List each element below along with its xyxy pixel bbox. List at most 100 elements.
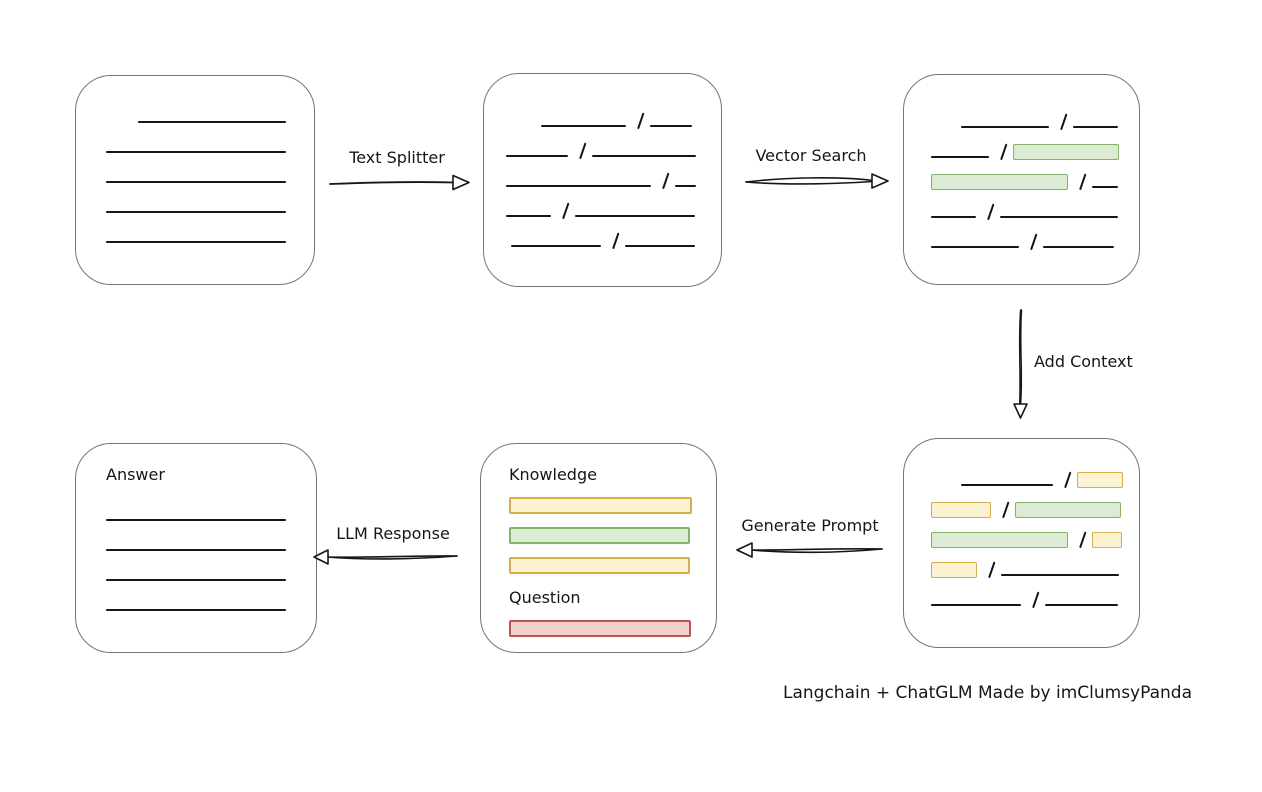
text-row (961, 471, 1139, 489)
source-document-box (75, 75, 315, 285)
slash-separator (1060, 113, 1068, 131)
green-highlight-chip (931, 532, 1068, 548)
answer-lines (106, 506, 316, 613)
text-line (575, 215, 696, 217)
yellow-highlight-chip (1092, 532, 1123, 548)
text-line (961, 126, 1049, 128)
red-bar (509, 620, 691, 637)
text-line (1001, 574, 1120, 576)
text-line (592, 155, 697, 157)
text-line (675, 185, 697, 187)
text-row (506, 142, 721, 160)
text-row (106, 228, 314, 245)
text-line (511, 245, 601, 247)
text-row (106, 168, 314, 185)
text-line (931, 156, 989, 158)
slash-separator (988, 561, 996, 579)
slash-separator (987, 203, 995, 221)
answer-title: Answer (106, 465, 165, 484)
text-row (106, 138, 314, 155)
yellow-bar (509, 497, 692, 514)
vector-search-label: Vector Search (755, 146, 867, 165)
yellow-highlight-chip (931, 562, 977, 578)
text-line (650, 125, 693, 127)
text-line (106, 519, 286, 521)
text-splitter-label: Text Splitter (349, 148, 445, 167)
text-line (1043, 246, 1115, 248)
vector-search-result-box (903, 74, 1140, 285)
text-line (106, 151, 286, 153)
text-row (106, 566, 316, 583)
text-row (931, 203, 1139, 221)
generate-prompt-arrow-icon (736, 542, 883, 558)
text-line (506, 185, 651, 187)
vector-search-arrow-icon (745, 173, 889, 189)
text-line (961, 484, 1053, 486)
green-bar (509, 527, 690, 544)
text-line (506, 215, 551, 217)
green-highlight-chip (1013, 144, 1120, 160)
text-line (931, 604, 1021, 606)
text-row (931, 531, 1139, 549)
text-row (138, 108, 314, 125)
slash-separator (1032, 591, 1040, 609)
text-line (1092, 186, 1119, 188)
text-line (106, 241, 286, 243)
slash-separator (1000, 143, 1008, 161)
question-section-title: Question (509, 588, 581, 607)
slash-separator (562, 202, 570, 220)
text-line (106, 211, 286, 213)
diagram-caption: Langchain + ChatGLM Made by imClumsyPand… (783, 683, 1192, 703)
text-row (961, 113, 1139, 131)
text-line (1045, 604, 1119, 606)
prompt-box: Knowledge Question (480, 443, 717, 653)
yellow-highlight-chip (1077, 472, 1124, 488)
text-line (931, 246, 1019, 248)
text-row (931, 143, 1139, 161)
text-line (106, 609, 286, 611)
text-row (106, 596, 316, 613)
text-row (106, 506, 316, 523)
context-added-box (903, 438, 1140, 648)
text-line (106, 181, 286, 183)
yellow-highlight-chip (931, 502, 991, 518)
text-row (506, 172, 721, 190)
knowledge-bars (509, 497, 716, 574)
knowledge-section-title: Knowledge (509, 465, 597, 484)
answer-box: Answer (75, 443, 317, 653)
yellow-bar (509, 557, 690, 574)
text-line (541, 125, 626, 127)
slash-separator (662, 172, 670, 190)
text-row (106, 198, 314, 215)
text-row (541, 112, 721, 130)
slash-separator (579, 142, 587, 160)
slash-separator (1002, 501, 1010, 519)
split-text-box (483, 73, 722, 287)
text-line (931, 216, 976, 218)
llm-response-arrow-icon (313, 549, 458, 565)
text-line (506, 155, 568, 157)
slash-separator (1079, 173, 1087, 191)
text-splitter-arrow-icon (329, 174, 470, 191)
text-row (931, 501, 1139, 519)
text-row (931, 561, 1139, 579)
question-bars (509, 620, 716, 637)
text-row (106, 536, 316, 553)
text-line (138, 121, 286, 123)
text-row (931, 591, 1139, 609)
text-row (511, 232, 721, 250)
text-line (106, 579, 286, 581)
text-row (931, 233, 1139, 251)
slash-separator (637, 112, 645, 130)
slash-separator (1064, 471, 1072, 489)
text-line (106, 549, 286, 551)
green-highlight-chip (931, 174, 1068, 190)
text-line (625, 245, 696, 247)
text-line (1073, 126, 1119, 128)
green-highlight-chip (1015, 502, 1122, 518)
text-row (506, 202, 721, 220)
add-context-label: Add Context (1034, 352, 1133, 371)
generate-prompt-label: Generate Prompt (741, 516, 879, 535)
slash-separator (1079, 531, 1087, 549)
